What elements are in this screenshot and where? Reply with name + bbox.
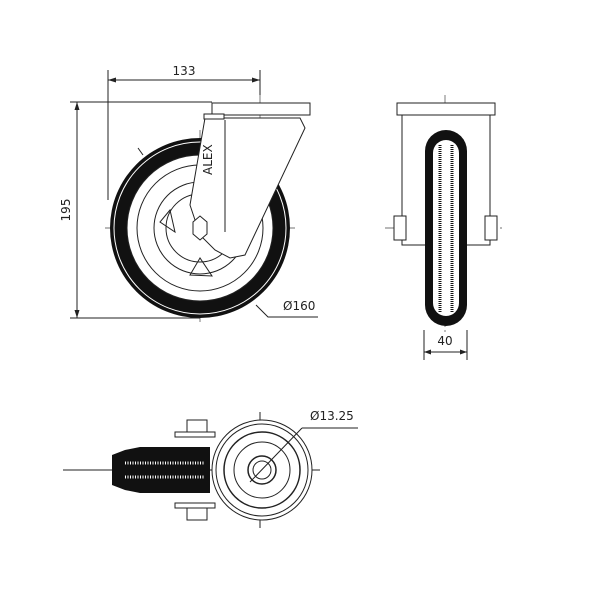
- bottom-tire: [112, 447, 210, 493]
- dim-133: 133: [173, 64, 196, 78]
- side-top-plate: [396, 102, 496, 116]
- logo: ALEX: [201, 144, 215, 175]
- bottom-view: Ø13.25: [63, 409, 358, 528]
- dim-195: 195: [59, 199, 73, 222]
- dim-diameter-13-25: Ø13.25: [310, 409, 354, 423]
- side-view: 40: [385, 95, 505, 360]
- dim-diameter-160: Ø160: [283, 299, 315, 313]
- fork-bracket: [189, 117, 306, 259]
- axle-nut: [192, 215, 208, 241]
- front-view: ALEX 133 195 Ø160: [59, 64, 318, 325]
- dim-40: 40: [437, 334, 452, 348]
- top-plate: [211, 102, 311, 116]
